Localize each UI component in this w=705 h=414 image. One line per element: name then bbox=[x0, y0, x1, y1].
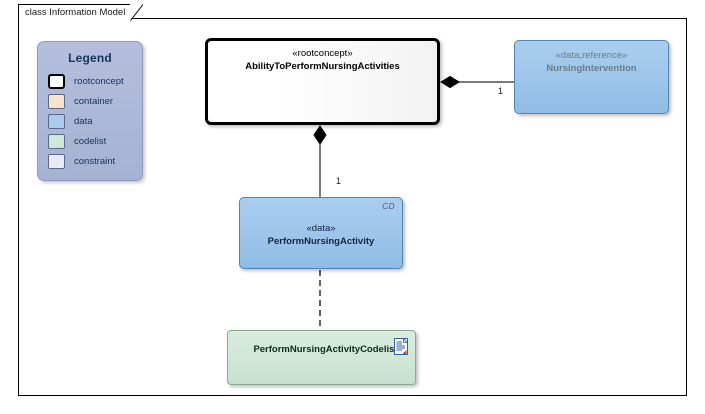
legend-label-container: container bbox=[74, 96, 114, 107]
legend-item-constraint: constraint bbox=[48, 152, 142, 171]
node-text-block: PerformNursingActivityCodelist bbox=[228, 331, 445, 356]
class-node-performnursingactivitycodelist[interactable]: PerformNursingActivityCodelist bbox=[227, 330, 416, 385]
legend-item-container: container bbox=[48, 92, 142, 111]
class-node-performnursingactivity[interactable]: CD «data» PerformNursingActivity bbox=[239, 197, 403, 269]
node-text-block: «data,reference» NursingIntervention bbox=[515, 41, 668, 75]
legend-label-codelist: codelist bbox=[74, 136, 107, 147]
legend-swatch-data bbox=[48, 114, 65, 129]
class-node-abilitytoperformnursingactivities[interactable]: «rootconcept» AbilityToPerformNursingAct… bbox=[205, 38, 440, 125]
legend-item-codelist: codelist bbox=[48, 132, 142, 151]
legend-item-rootconcept: rootconcept bbox=[48, 72, 142, 91]
legend-label-data: data bbox=[74, 116, 93, 127]
node-stereotype: «data» bbox=[306, 223, 336, 234]
node-text-block: «rootconcept» AbilityToPerformNursingAct… bbox=[208, 41, 437, 73]
legend-items: rootconcept container data codelist cons… bbox=[38, 72, 142, 171]
node-name: AbilityToPerformNursingActivities bbox=[245, 61, 400, 72]
legend-label-constraint: constraint bbox=[74, 156, 116, 167]
legend-title: Legend bbox=[68, 51, 112, 65]
diagram-title: class Information Model bbox=[25, 7, 126, 18]
node-name: PerformNursingActivityCodelist bbox=[253, 344, 398, 355]
tab-slant-decoration bbox=[130, 4, 144, 21]
document-icon bbox=[394, 338, 408, 355]
legend-item-data: data bbox=[48, 112, 142, 131]
diagram-title-tab: class Information Model bbox=[18, 4, 144, 21]
node-text-block: «data» PerformNursingActivity bbox=[240, 198, 402, 248]
legend-swatch-constraint bbox=[48, 154, 65, 169]
multiplicity-performnursingactivity: 1 bbox=[336, 176, 342, 186]
node-stereotype: «rootconcept» bbox=[292, 48, 353, 59]
legend-swatch-rootconcept bbox=[48, 74, 65, 89]
node-stereotype: «data,reference» bbox=[555, 50, 628, 61]
multiplicity-nursingintervention: 1 bbox=[498, 86, 504, 96]
node-name: PerformNursingActivity bbox=[267, 236, 375, 247]
legend-label-rootconcept: rootconcept bbox=[74, 76, 124, 87]
class-node-nursingintervention[interactable]: «data,reference» NursingIntervention bbox=[514, 40, 669, 114]
legend-swatch-container bbox=[48, 94, 65, 109]
legend-swatch-codelist bbox=[48, 134, 65, 149]
node-corner-marker-cd: CD bbox=[382, 201, 395, 211]
node-name: NursingIntervention bbox=[546, 63, 637, 74]
legend-panel: Legend rootconcept container data codeli… bbox=[37, 41, 143, 181]
